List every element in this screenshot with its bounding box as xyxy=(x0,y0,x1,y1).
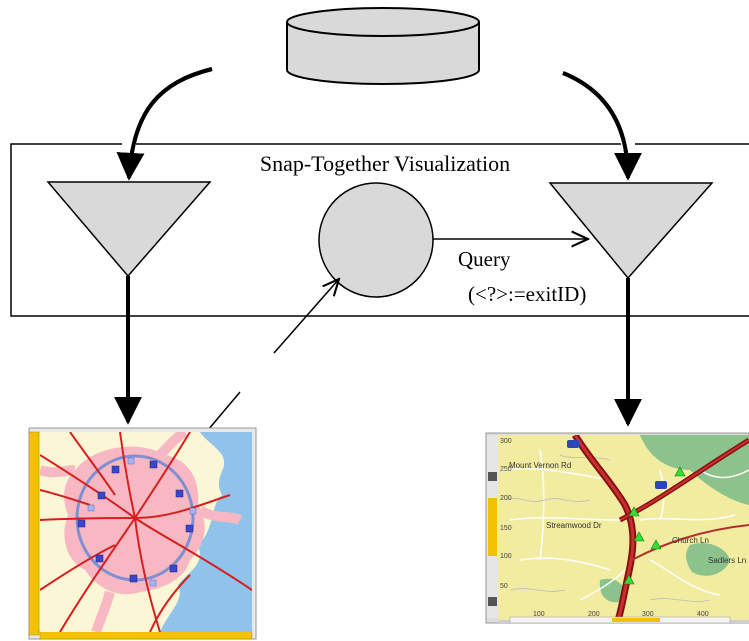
query-label: Query xyxy=(458,247,511,271)
vertical-scrollbar-thumb[interactable] xyxy=(488,498,497,556)
map-to-circle-arrow xyxy=(273,279,339,354)
road-network xyxy=(40,432,252,632)
right-view-triangle xyxy=(548,182,714,280)
diagram-title: Snap-Together Visualization xyxy=(260,151,510,176)
scroll-up-button[interactable] xyxy=(488,472,497,481)
y-tick-label: 250 xyxy=(500,466,512,473)
y-tick-label: 150 xyxy=(500,525,512,532)
overview-map[interactable] xyxy=(28,427,257,640)
horizontal-scrollbar[interactable] xyxy=(39,630,253,640)
exit-markers[interactable] xyxy=(623,466,686,585)
street-label: Church Ln xyxy=(672,536,709,545)
vertical-scrollbar[interactable] xyxy=(28,431,40,636)
database-cylinder-icon xyxy=(286,7,480,85)
street-label: Streamwood Dr xyxy=(546,521,602,530)
horizontal-scrollbar-thumb[interactable] xyxy=(612,618,660,622)
x-tick-label: 400 xyxy=(697,611,709,618)
y-tick-label: 100 xyxy=(500,553,512,560)
exit-markers[interactable] xyxy=(77,460,194,583)
snap-together-box xyxy=(10,143,749,317)
y-tick-label: 50 xyxy=(500,583,508,590)
y-tick-label: 300 xyxy=(500,438,512,445)
x-tick-label: 300 xyxy=(642,611,654,618)
y-tick-label: 200 xyxy=(500,495,512,502)
detail-map[interactable]: Streamwood Dr Church Ln Sadlers Ln Mount… xyxy=(485,432,749,624)
x-tick-label: 100 xyxy=(533,611,545,618)
street-label: Mount Vernon Rd xyxy=(509,461,571,470)
coordination-circle xyxy=(318,182,434,298)
scroll-down-button[interactable] xyxy=(488,597,497,606)
x-tick-label: 200 xyxy=(588,611,600,618)
query-expression: (<?>:=exitID) xyxy=(468,282,586,306)
left-view-triangle xyxy=(46,181,212,278)
park-area xyxy=(640,435,749,505)
street-label: Sadlers Ln xyxy=(708,556,746,565)
